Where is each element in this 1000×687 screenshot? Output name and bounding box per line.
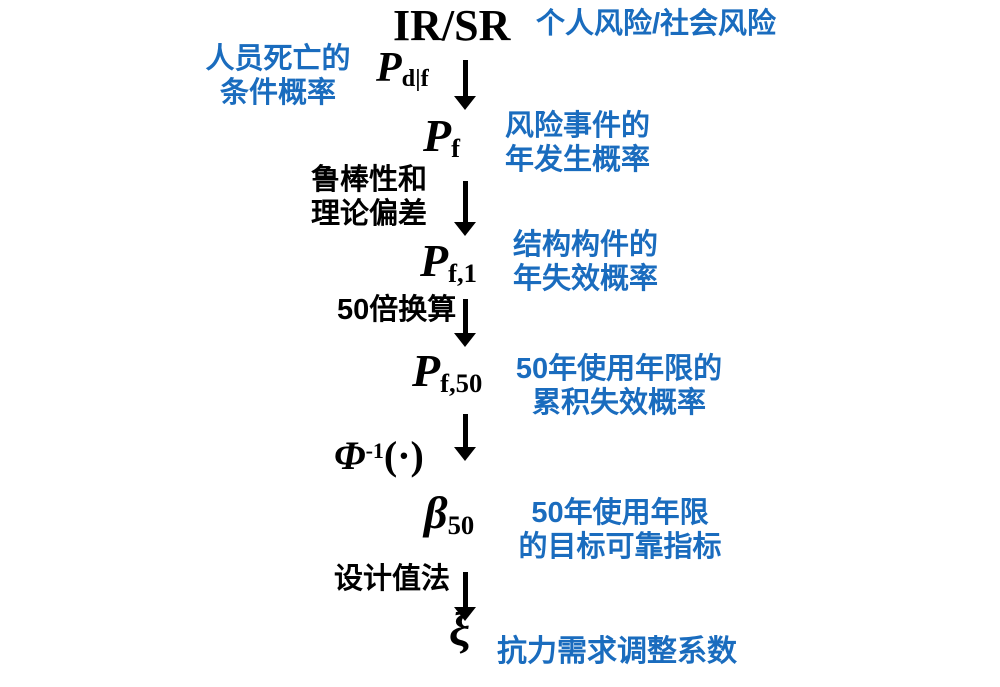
arrow-head-icon xyxy=(454,333,476,347)
annotation-xi: 抗力需求调整系数 xyxy=(497,635,737,668)
node-pf50-sub: f,50 xyxy=(440,367,483,398)
arrow-beta-to-xi xyxy=(454,572,476,621)
symbol-phi-sup: -1 xyxy=(365,438,384,463)
annotation-pdf: 人员死亡的 条件概率 xyxy=(192,42,364,110)
label-robustness-line2: 理论偏差 xyxy=(310,198,427,231)
arrow-pf1-to-pf50 xyxy=(454,299,476,347)
arrow-shaft xyxy=(462,181,468,222)
annotation-pf50-line2: 累积失效概率 xyxy=(531,387,706,420)
annotation-pf1-line2: 年失效概率 xyxy=(513,263,659,296)
symbol-phi-inverse: Φ-1(·) xyxy=(334,436,424,476)
arrow-pf50-to-beta xyxy=(454,414,476,461)
annotation-pdf-line1: 人员死亡的 xyxy=(205,43,351,75)
annotation-irsr: 个人风险/社会风险 xyxy=(536,8,777,40)
symbol-pdf-sub: d|f xyxy=(401,65,429,93)
node-pf1-sub: f,1 xyxy=(448,257,477,288)
label-design-value-method: 设计值法 xyxy=(334,563,451,595)
annotation-beta50-line1: 50年使用年限 xyxy=(531,497,709,529)
annotation-pf-line1: 风险事件的 xyxy=(505,110,651,142)
annotation-beta50: 50年使用年限 的目标可靠指标 xyxy=(498,496,742,564)
node-irsr: IR/SR xyxy=(393,1,511,50)
node-beta50: β50 xyxy=(424,487,474,539)
label-50x-conversion: 50倍换算 xyxy=(337,294,457,326)
node-beta50-base: β xyxy=(424,487,448,538)
arrow-shaft xyxy=(462,572,468,607)
arrow-head-icon xyxy=(454,607,476,621)
symbol-phi-base: Φ xyxy=(334,433,366,478)
label-robustness-line1: 鲁棒性和 xyxy=(310,164,427,196)
symbol-pdf: Pd|f xyxy=(376,45,429,93)
node-pf: Pf xyxy=(423,110,460,162)
annotation-pf1: 结构构件的 年失效概率 xyxy=(513,228,658,296)
node-xi: ξ xyxy=(449,603,471,656)
node-pf1: Pf,1 xyxy=(420,235,477,287)
node-pf-sub: f xyxy=(451,132,460,163)
annotation-pf1-line1: 结构构件的 xyxy=(513,229,659,261)
node-pf1-base: P xyxy=(420,235,449,286)
arrow-head-icon xyxy=(454,447,476,461)
arrow-head-icon xyxy=(454,96,476,110)
annotation-beta50-line2: 的目标可靠指标 xyxy=(518,531,722,564)
arrow-irsr-to-pf xyxy=(454,60,476,110)
node-pf50: Pf,50 xyxy=(412,345,482,397)
arrow-head-icon xyxy=(454,222,476,236)
label-robustness: 鲁棒性和 理论偏差 xyxy=(302,163,436,231)
node-pf-base: P xyxy=(423,110,452,161)
arrow-pf-to-pf1 xyxy=(454,181,476,236)
symbol-pdf-base: P xyxy=(376,45,402,91)
annotation-pf: 风险事件的 年发生概率 xyxy=(505,109,650,177)
annotation-pf50-line1: 50年使用年限的 xyxy=(515,353,723,385)
annotation-pdf-line2: 条件概率 xyxy=(219,77,336,110)
node-pf50-base: P xyxy=(412,345,441,396)
arrow-shaft xyxy=(462,60,468,96)
node-beta50-sub: 50 xyxy=(447,509,475,540)
annotation-pf-line2: 年发生概率 xyxy=(505,144,651,177)
arrow-shaft xyxy=(462,414,468,447)
arrow-shaft xyxy=(462,299,468,333)
annotation-pf50: 50年使用年限的 累积失效概率 xyxy=(496,352,742,420)
symbol-phi-arg: (·) xyxy=(383,433,424,478)
